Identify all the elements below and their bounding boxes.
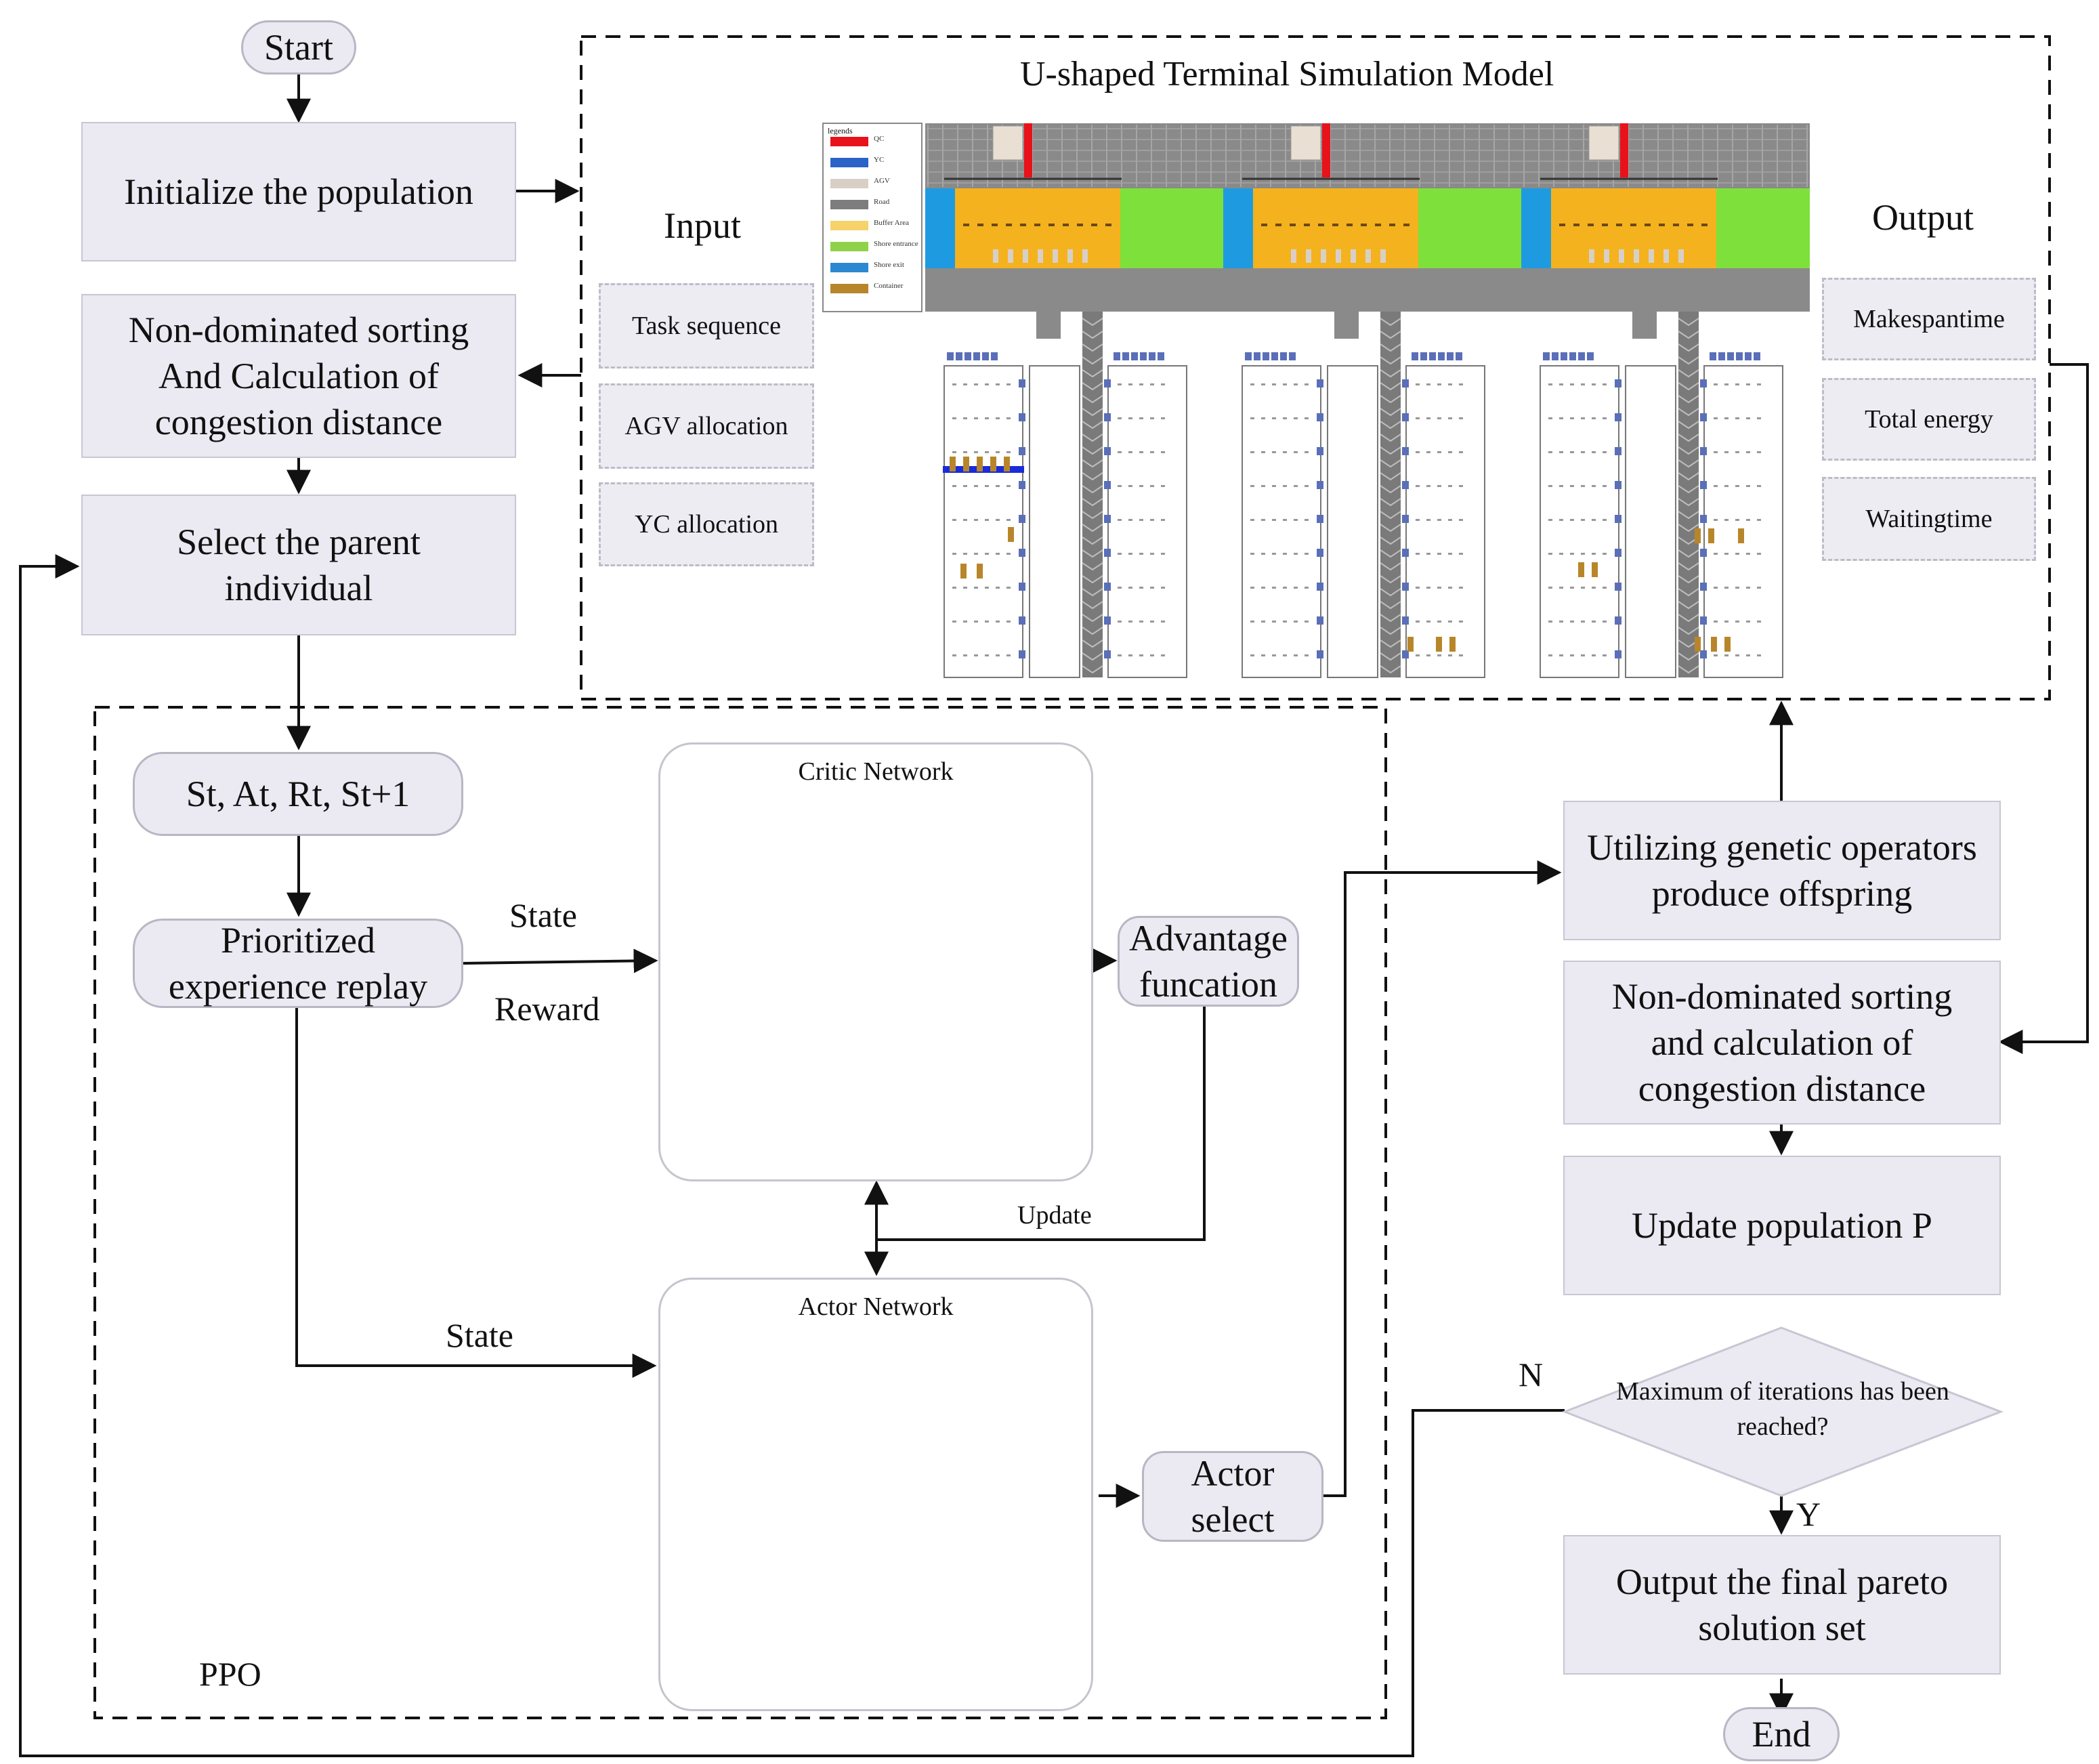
nds-left-line2: And Calculation of <box>158 356 439 396</box>
update-label: Update <box>1017 1201 1092 1230</box>
advantage-function-box: Advantage funcation <box>1118 916 1299 1007</box>
per-line1: Prioritized <box>221 920 375 961</box>
start-label: Start <box>264 27 333 68</box>
legend-item-label: Container <box>874 282 904 290</box>
output-final-line2: solution set <box>1698 1608 1866 1648</box>
decision-line2: reached? <box>1737 1412 1829 1441</box>
output-final-line1: Output the final pareto <box>1615 1561 1949 1602</box>
decision-text: Maximum of iterations has been reached? <box>1565 1374 2001 1444</box>
waitingtime-label: Waitingtime <box>1865 505 1993 533</box>
legend-swatch <box>830 158 868 167</box>
select-parent-line1: Select the parent <box>177 522 421 562</box>
total-energy-label: Total energy <box>1865 405 1993 434</box>
update-population-box: Update population P <box>1563 1156 2001 1295</box>
decision-line1: Maximum of iterations has been <box>1616 1377 1949 1406</box>
legend-item-label: AGV <box>874 177 890 185</box>
end-terminal: End <box>1723 1707 1840 1761</box>
actor-select-line2: select <box>1191 1499 1275 1540</box>
simulation-title: U-shaped Terminal Simulation Model <box>1020 55 1554 93</box>
task-sequence-box: Task sequence <box>599 283 814 369</box>
init-population-label: Initialize the population <box>124 171 473 212</box>
decision-diamond <box>1561 1326 2004 1497</box>
output-label: Output <box>1872 197 1974 238</box>
state-bottom-label: State <box>446 1316 513 1354</box>
terminal-simulation-image <box>822 123 1810 678</box>
select-parent-line2: individual <box>224 568 373 608</box>
init-population-box: Initialize the population <box>81 122 516 261</box>
task-sequence-label: Task sequence <box>632 312 781 340</box>
output-final-box: Output the final pareto solution set <box>1563 1535 2001 1675</box>
input-label: Input <box>664 205 741 246</box>
ppo-label: PPO <box>199 1655 261 1693</box>
legend-item-label: Shore entrance <box>874 240 918 248</box>
legend-swatch <box>830 263 868 272</box>
nds-right-line1: Non-dominated sorting <box>1611 976 1953 1017</box>
ppo-frame <box>93 706 1387 1719</box>
critic-network-panel: Critic Network <box>658 742 1093 1181</box>
yc-allocation-label: YC allocation <box>634 510 779 539</box>
waitingtime-box: Waitingtime <box>1822 477 2036 561</box>
legend-item-label: YC <box>874 156 885 164</box>
nds-left-line1: Non-dominated sorting <box>128 310 469 350</box>
legend-item-label: QC <box>874 135 885 143</box>
makespan-box: Makespantime <box>1822 278 2036 360</box>
genetic-operators-box: Utilizing genetic operators produce offs… <box>1563 801 2001 940</box>
state-top-label: State <box>509 896 577 934</box>
legend-item-label: Shore exit <box>874 261 904 269</box>
transition-tuple-label: St, At, Rt, St+1 <box>186 774 410 814</box>
select-parent-box: Select the parent individual <box>81 495 516 635</box>
agv-allocation-box: AGV allocation <box>599 383 814 469</box>
reward-label: Reward <box>494 990 600 1028</box>
legend-item-label: Road <box>874 198 890 206</box>
start-terminal: Start <box>241 20 356 75</box>
legend-swatch <box>830 242 868 251</box>
genetic-line1: Utilizing genetic operators <box>1587 827 1977 868</box>
connector-lines <box>19 73 2089 1757</box>
no-label: N <box>1519 1356 1544 1393</box>
yes-label: Y <box>1796 1495 1821 1533</box>
advantage-line2: funcation <box>1139 964 1277 1005</box>
actor-network-panel: Actor Network <box>658 1278 1093 1711</box>
legend-swatch <box>830 137 868 146</box>
legend-swatch <box>830 179 868 188</box>
actor-select-line1: Actor <box>1191 1453 1275 1494</box>
transition-tuple-box: St, At, Rt, St+1 <box>133 752 463 836</box>
advantage-line1: Advantage <box>1129 918 1288 959</box>
legend-item-label: Buffer Area <box>874 219 910 227</box>
agv-allocation-label: AGV allocation <box>624 412 788 440</box>
total-energy-box: Total energy <box>1822 378 2036 461</box>
genetic-line2: produce offspring <box>1651 873 1913 914</box>
end-label: End <box>1752 1714 1811 1755</box>
legend-title: legends <box>828 126 853 135</box>
actor-network-title: Actor Network <box>798 1293 954 1321</box>
nds-right-line3: congestion distance <box>1638 1068 1926 1109</box>
actor-select-box: Actor select <box>1142 1451 1323 1542</box>
makespan-label: Makespantime <box>1853 305 2005 333</box>
legend-swatch <box>830 200 868 209</box>
legend-swatch <box>830 221 868 230</box>
per-box: Prioritized experience replay <box>133 919 463 1008</box>
update-population-label: Update population P <box>1632 1205 1932 1246</box>
per-line2: experience replay <box>168 966 428 1007</box>
simulation-frame <box>580 35 2051 700</box>
nds-right-line2: and calculation of <box>1651 1022 1913 1063</box>
critic-network-title: Critic Network <box>798 757 954 786</box>
nds-right-box: Non-dominated sorting and calculation of… <box>1563 961 2001 1125</box>
legend-swatch <box>830 284 868 293</box>
nds-left-line3: congestion distance <box>154 402 443 442</box>
nds-left-box: Non-dominated sorting And Calculation of… <box>81 294 516 458</box>
yc-allocation-box: YC allocation <box>599 482 814 566</box>
